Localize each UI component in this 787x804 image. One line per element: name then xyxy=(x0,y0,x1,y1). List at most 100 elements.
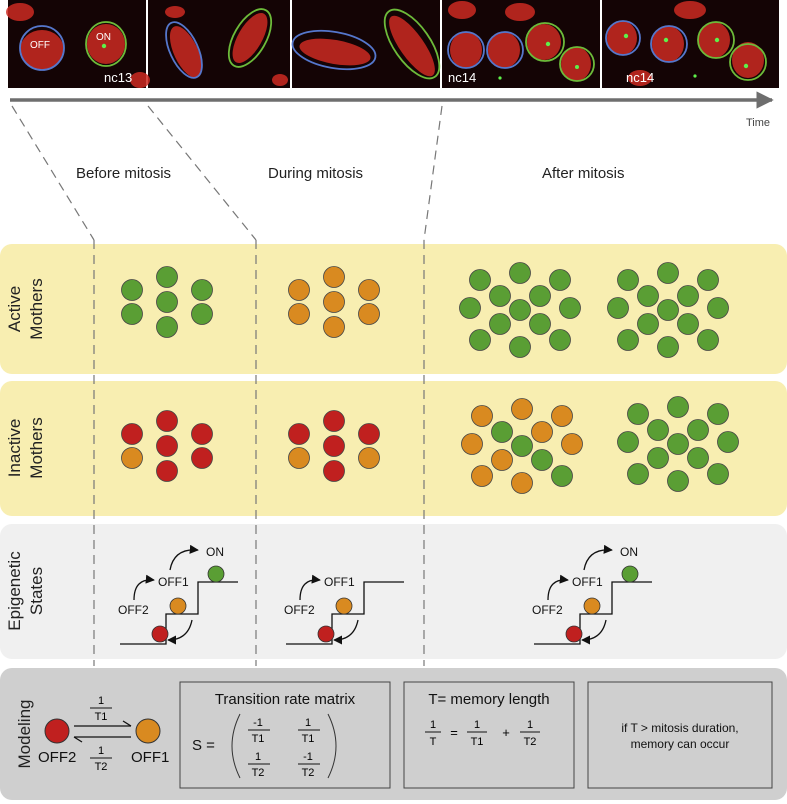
down-arrow xyxy=(333,619,359,645)
stair-line xyxy=(286,581,404,645)
svg-text:1: 1 xyxy=(430,719,436,731)
up-arrow-1 xyxy=(547,574,569,601)
svg-text:=: = xyxy=(450,725,458,740)
cell-dot xyxy=(637,313,659,335)
cell-dot xyxy=(617,269,639,291)
cell-dot xyxy=(509,336,531,358)
cell-dot xyxy=(191,423,213,445)
row-label-active: Active Mothers xyxy=(5,278,46,339)
svg-text:1: 1 xyxy=(474,719,480,731)
cell-dot xyxy=(358,423,380,445)
cell-cluster-icon xyxy=(288,266,380,338)
cell-dot xyxy=(511,472,533,494)
phase-before: Before mitosis xyxy=(76,165,171,182)
cell-dot xyxy=(469,329,491,351)
cell-dot xyxy=(529,313,551,335)
off2-label: OFF2 xyxy=(38,749,76,766)
svg-text:+: + xyxy=(502,725,510,740)
cell-dot xyxy=(323,316,345,338)
memory-title: T= memory length xyxy=(428,691,549,708)
cell-dot xyxy=(156,435,178,457)
cell-dot xyxy=(529,285,551,307)
cell-dot xyxy=(551,405,573,427)
cell-dot xyxy=(549,269,571,291)
rate-forward-num: 1 xyxy=(98,695,104,707)
cell-dot xyxy=(191,303,213,325)
cell-cluster-icon xyxy=(607,262,729,358)
cell-dot xyxy=(121,279,143,301)
cell-dot xyxy=(707,463,729,485)
cell-dot xyxy=(121,447,143,469)
svg-text:States: States xyxy=(27,567,46,615)
cell-dot xyxy=(717,431,739,453)
cell-dot xyxy=(156,410,178,432)
cell-dot xyxy=(358,447,380,469)
condition-line-2: memory can occur xyxy=(631,737,730,751)
cell-dot xyxy=(607,297,629,319)
cell-dot xyxy=(461,433,483,455)
transcription-spots xyxy=(101,33,749,80)
svg-text:Mothers: Mothers xyxy=(27,278,46,339)
m22-num: -1 xyxy=(303,751,313,763)
cell-dot xyxy=(156,460,178,482)
off2-label: OFF2 xyxy=(118,603,149,617)
panel-5-label: nc14 xyxy=(626,70,654,85)
svg-text:T: T xyxy=(430,736,437,748)
cell-dot xyxy=(288,303,310,325)
off2-dot xyxy=(317,625,335,643)
svg-text:Inactive: Inactive xyxy=(5,419,24,478)
cell-dot xyxy=(677,285,699,307)
cell-dot xyxy=(697,269,719,291)
cell-dot xyxy=(617,329,639,351)
cell-dot xyxy=(121,423,143,445)
off1-label: OFF1 xyxy=(131,749,169,766)
rate-forward-den: T1 xyxy=(95,711,108,723)
rate-backward-num: 1 xyxy=(98,745,104,757)
cell-dot xyxy=(358,303,380,325)
cell-dot xyxy=(469,269,491,291)
off2-label: OFF2 xyxy=(532,603,563,617)
cell-dot xyxy=(657,299,679,321)
cell-dot xyxy=(323,460,345,482)
matrix-title: Transition rate matrix xyxy=(215,691,356,708)
cell-dot xyxy=(191,279,213,301)
cell-dot xyxy=(323,435,345,457)
microscopy-strip: OFF ON nc13 nc14 nc14 xyxy=(6,0,779,88)
rate-backward-den: T2 xyxy=(95,761,108,773)
cell-cluster-icon xyxy=(121,266,213,338)
nuclei xyxy=(6,1,764,88)
row-label-epigenetic: Epigenetic States xyxy=(5,551,46,631)
memory-box: T= memory length 1 T = 1 T1 + 1 T2 xyxy=(403,681,575,789)
svg-text:1: 1 xyxy=(527,719,533,731)
cell-dot xyxy=(559,297,581,319)
cell-dot xyxy=(549,329,571,351)
cell-cluster-icon xyxy=(461,398,583,494)
cell-dot xyxy=(627,463,649,485)
cell-dot xyxy=(471,465,493,487)
active-band xyxy=(0,244,787,374)
panel-1-label: nc13 xyxy=(104,70,132,85)
cell-dot xyxy=(156,316,178,338)
cell-dot xyxy=(531,449,553,471)
svg-text:T1: T1 xyxy=(471,736,484,748)
svg-text:Active: Active xyxy=(5,286,24,332)
m11-den: T1 xyxy=(252,733,265,745)
cell-dot xyxy=(288,423,310,445)
cell-dot xyxy=(647,447,669,469)
cell-dot xyxy=(511,398,533,420)
off2-label: OFF2 xyxy=(284,603,315,617)
down-arrow xyxy=(167,619,193,645)
cell-dot xyxy=(288,279,310,301)
cell-dot xyxy=(677,313,699,335)
cell-dot xyxy=(667,433,689,455)
time-label: Time xyxy=(746,117,770,129)
stair-line xyxy=(120,581,238,645)
m21-den: T2 xyxy=(252,767,265,779)
up-arrow-2 xyxy=(583,544,613,571)
cell-cluster-icon xyxy=(288,410,380,482)
cell-dot xyxy=(627,403,649,425)
off1-dot xyxy=(335,597,353,615)
